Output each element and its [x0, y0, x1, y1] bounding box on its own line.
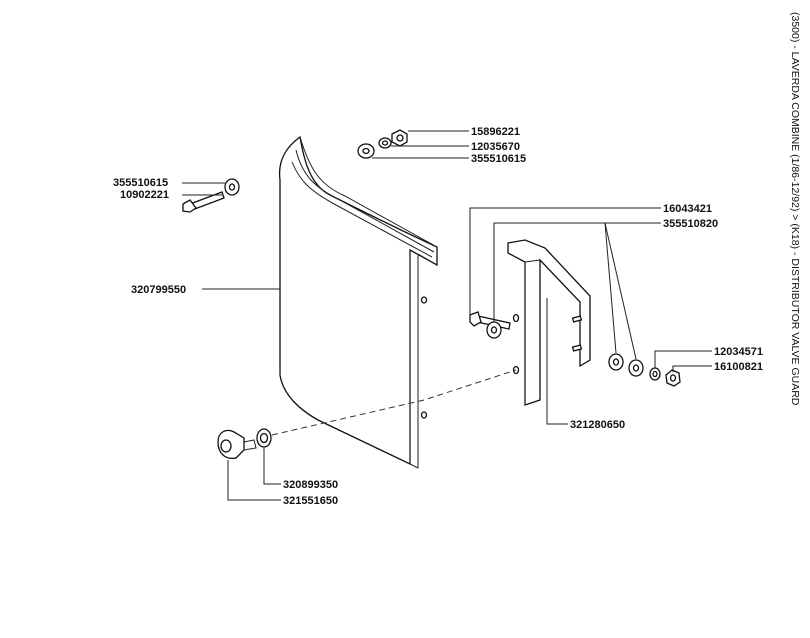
diagram-title: (3500) - LAVERDA COMBINE (1/86-12/92) > …	[789, 12, 801, 406]
assembly-axis	[271, 369, 517, 436]
part-label-321551650: 321551650	[283, 495, 338, 507]
right-flat-washer-2	[628, 359, 644, 377]
part-label-320899350: 320899350	[283, 479, 338, 491]
knob-fastener	[217, 429, 257, 460]
bracket	[507, 239, 591, 406]
left-washer	[224, 178, 240, 196]
right-lock-washer	[649, 367, 661, 381]
part-label-355510820: 355510820	[663, 218, 718, 230]
grommet	[256, 428, 272, 448]
right-washer	[486, 321, 502, 339]
part-label-321280650: 321280650	[570, 419, 625, 431]
left-bolt	[182, 191, 225, 213]
part-label-16043421: 16043421	[663, 203, 712, 215]
right-nut	[665, 369, 681, 387]
part-label-16100821: 16100821	[714, 361, 763, 373]
part-label-12035670: 12035670	[471, 141, 520, 153]
top-flat-washer	[357, 143, 375, 159]
part-label-15896221: 15896221	[471, 126, 520, 138]
top-lock-washer	[378, 137, 392, 149]
part-labels: 15896221 12035670 355510615 355510615 10…	[113, 126, 763, 507]
right-flat-washer-1	[608, 353, 624, 371]
top-nut	[391, 129, 408, 147]
part-label-355510615-left: 355510615	[113, 177, 168, 189]
part-label-320799550: 320799550	[131, 284, 186, 296]
part-label-12034571: 12034571	[714, 346, 763, 358]
part-label-355510615-top: 355510615	[471, 153, 526, 165]
guard-panel	[278, 135, 438, 469]
part-label-10902221: 10902221	[120, 189, 169, 201]
leader-lines	[182, 130, 712, 501]
